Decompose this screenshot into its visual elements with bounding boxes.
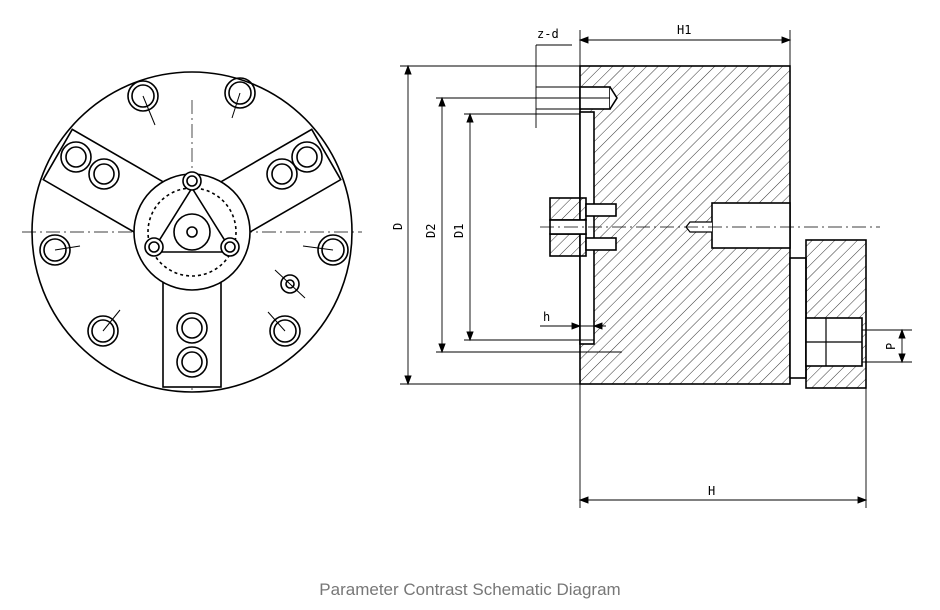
hub-screw-left bbox=[144, 237, 164, 257]
mounting-holes bbox=[39, 77, 349, 347]
hub-inner-ring bbox=[147, 187, 237, 277]
label-h1: H1 bbox=[677, 23, 691, 37]
label-p: P bbox=[884, 343, 898, 350]
dimension-lines bbox=[400, 30, 912, 508]
hub-bore bbox=[173, 213, 211, 251]
label-z-d: z-d bbox=[537, 27, 559, 41]
hub-screw-right bbox=[220, 237, 240, 257]
label-h-small: h bbox=[543, 310, 550, 324]
hub-center-hole bbox=[186, 226, 198, 238]
hub-screw-top bbox=[182, 171, 202, 191]
jaw-slot-upper bbox=[549, 197, 587, 221]
chuck-technical-drawing: z-d H1 D D2 D1 h P H bbox=[22, 23, 912, 508]
jaw-slot-lower bbox=[549, 233, 587, 257]
label-d2: D2 bbox=[424, 224, 438, 238]
label-d: D bbox=[391, 223, 405, 230]
label-d1: D1 bbox=[452, 224, 466, 238]
front-view bbox=[22, 71, 362, 393]
central-bore bbox=[711, 202, 791, 249]
jaw-holes bbox=[60, 141, 323, 378]
label-h: H bbox=[708, 484, 715, 498]
side-view bbox=[540, 65, 880, 389]
rear-plate bbox=[789, 257, 807, 379]
diagram-caption: Parameter Contrast Schematic Diagram bbox=[319, 580, 621, 599]
